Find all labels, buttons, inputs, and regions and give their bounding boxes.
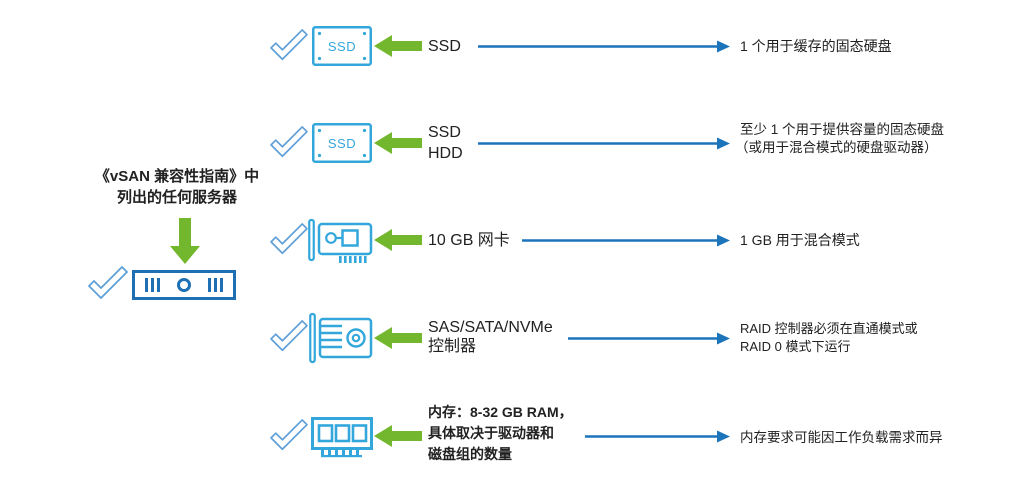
svg-text:SSD: SSD <box>328 136 356 151</box>
network-card-icon <box>308 218 373 263</box>
source-caption-line1: 《vSAN 兼容性指南》中 <box>94 168 260 185</box>
row-description: 1 GB 用于混合模式 <box>740 232 860 248</box>
storage-controller-icon <box>309 312 373 364</box>
row-description: 1 个用于缓存的固态硬盘 <box>740 38 892 54</box>
memory-pins <box>321 450 362 458</box>
memory-icon <box>311 417 373 458</box>
row-description: RAID 控制器必须在直通模式或 RAID 0 模式下运行 <box>740 321 918 354</box>
row-label: 10 GB 网卡 <box>428 232 510 249</box>
green-left-arrow-icon <box>374 132 422 154</box>
source-caption: 《vSAN 兼容性指南》中 列出的任何服务器 <box>60 166 294 208</box>
row-description: 至少 1 个用于提供容量的固态硬盘 （或用于混合模式的硬盘驱动器） <box>735 122 945 155</box>
checkmark-icon <box>270 126 308 158</box>
server-icon <box>132 270 236 300</box>
green-down-arrow-icon <box>170 218 200 264</box>
blue-right-arrow <box>478 137 730 150</box>
blue-right-arrow <box>522 234 730 247</box>
controller-lines <box>321 324 342 349</box>
blue-right-arrow <box>478 40 730 53</box>
blue-right-arrow <box>585 430 730 443</box>
blue-right-arrow <box>568 332 730 345</box>
green-left-arrow-icon <box>374 327 422 349</box>
row-label: SSD <box>428 38 461 55</box>
row-label: SAS/SATA/NVMe 控制器 <box>428 319 553 355</box>
checkmark-icon <box>88 266 128 299</box>
nic-pins <box>339 256 367 263</box>
green-left-arrow-icon <box>374 35 422 57</box>
row-label: SSD HDD <box>428 124 463 162</box>
row-description: 内存要求可能因工作负载需求而异 <box>740 430 943 445</box>
row-label: 内存：8-32 GB RAM， 具体取决于驱动器和 磁盘组的数量 <box>428 404 573 462</box>
checkmark-icon <box>270 320 308 352</box>
checkmark-icon <box>270 223 308 255</box>
ssd-icon: SSD <box>312 26 372 66</box>
svg-text:SSD: SSD <box>328 39 356 54</box>
source-caption-line2: 列出的任何服务器 <box>116 189 237 206</box>
ssd-icon: SSD <box>312 123 372 163</box>
checkmark-icon <box>270 29 308 61</box>
green-left-arrow-icon <box>374 425 422 447</box>
checkmark-icon <box>270 419 308 451</box>
green-left-arrow-icon <box>374 229 422 251</box>
